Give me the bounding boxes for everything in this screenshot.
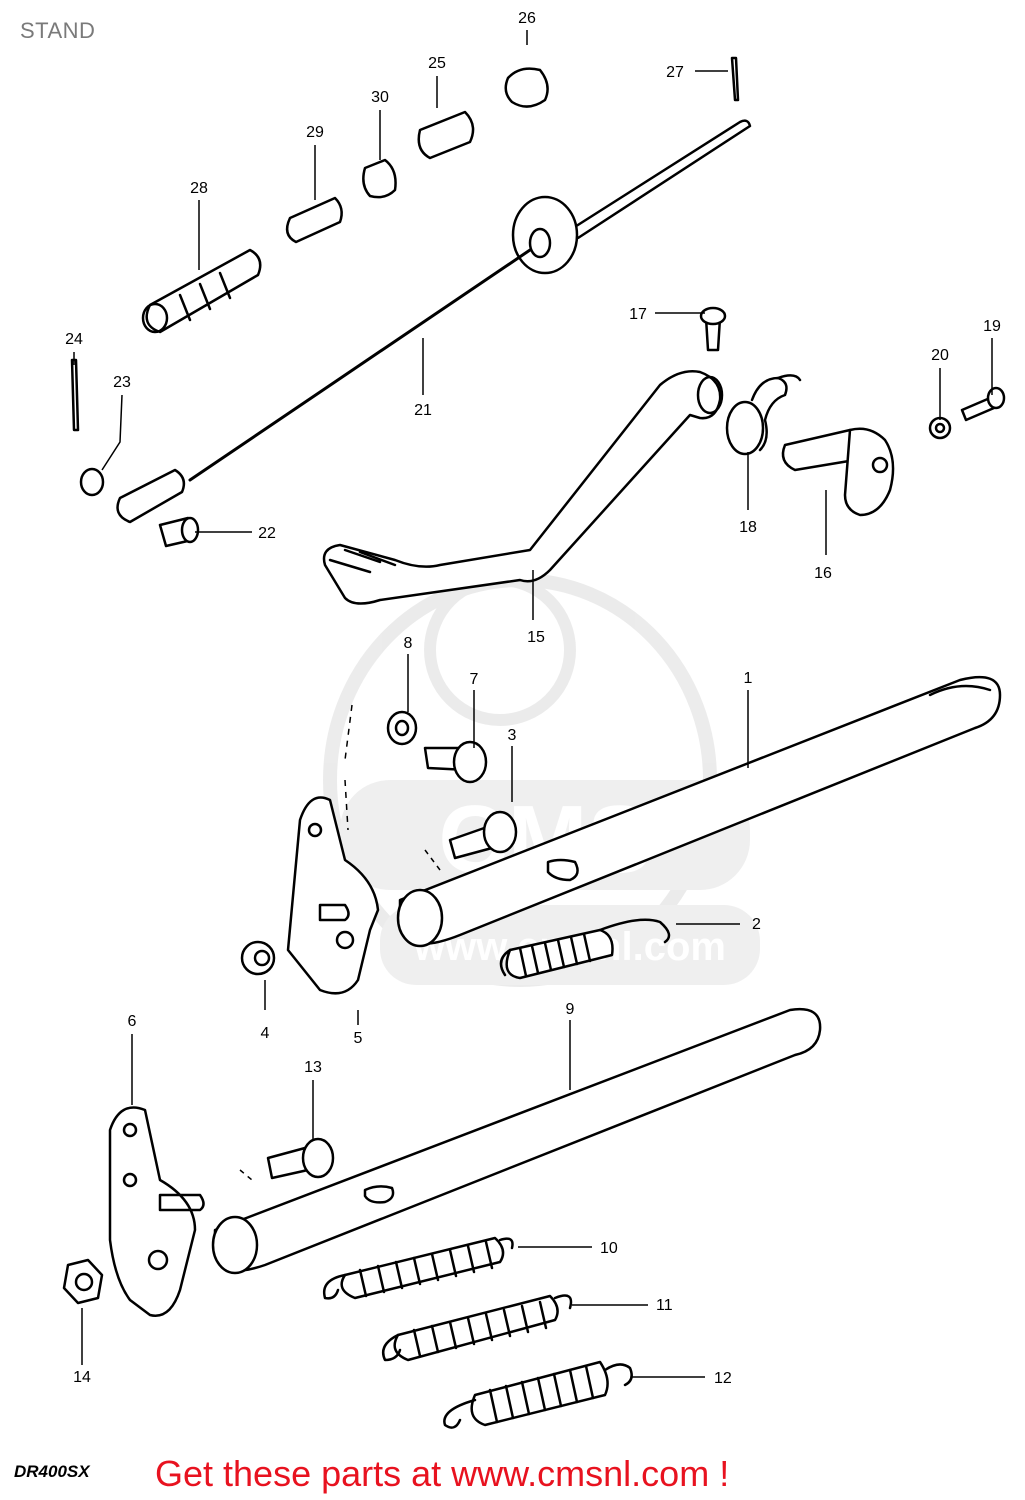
section-title: STAND — [20, 18, 96, 43]
part-18-spring — [725, 374, 802, 456]
part-29-sleeve — [285, 196, 343, 244]
part-25-joint — [417, 110, 475, 160]
label-23: 23 — [113, 374, 131, 391]
label-29: 29 — [306, 124, 324, 141]
part-24-cotter-pin — [70, 358, 80, 432]
part-17-bolt — [699, 306, 727, 352]
label-1: 1 — [744, 670, 753, 687]
label-27: 27 — [666, 64, 684, 81]
leader-lines — [73, 30, 993, 1378]
promo-link[interactable]: Get these parts at www.cmsnl.com ! — [155, 1453, 730, 1494]
part-28-tube — [141, 248, 262, 334]
label-16: 16 — [814, 565, 832, 582]
label-15: 15 — [527, 629, 545, 646]
part-4-nut — [240, 940, 276, 976]
part-labels: 1 2 3 4 5 6 7 8 9 10 11 12 13 14 15 16 1… — [65, 10, 1001, 1387]
part-27-cotter-pin — [730, 56, 740, 102]
part-2-spring — [499, 918, 671, 980]
model-code: DR400SX — [14, 1462, 90, 1481]
label-11: 11 — [656, 1297, 673, 1314]
part-20-nut — [928, 416, 952, 440]
label-5: 5 — [354, 1030, 363, 1047]
part-14-nut — [62, 1258, 104, 1305]
label-19: 19 — [983, 318, 1001, 335]
part-26-nut — [504, 67, 549, 108]
label-7: 7 — [470, 671, 479, 688]
label-30: 30 — [371, 89, 389, 106]
part-3-bolt — [448, 810, 518, 860]
part-15-pedal — [322, 370, 724, 605]
label-25: 25 — [428, 55, 446, 72]
label-2: 2 — [752, 916, 761, 933]
part-1-stand — [396, 675, 1002, 948]
part-21-rod — [116, 119, 752, 524]
label-26: 26 — [518, 10, 536, 27]
part-22-pin — [158, 516, 200, 548]
label-22: 22 — [258, 525, 276, 542]
part-10-spring — [322, 1236, 514, 1300]
part-5-bracket — [286, 796, 380, 995]
part-13-bolt — [266, 1137, 335, 1180]
part-23-washer — [79, 467, 105, 497]
part-19-bolt — [960, 386, 1006, 422]
label-9: 9 — [566, 1001, 575, 1018]
label-13: 13 — [304, 1059, 322, 1076]
part-9-stand — [211, 1007, 822, 1275]
label-17: 17 — [629, 306, 647, 323]
label-18: 18 — [739, 519, 757, 536]
label-10: 10 — [600, 1240, 618, 1257]
part-11-spring — [381, 1294, 573, 1362]
label-21: 21 — [414, 402, 432, 419]
label-24: 24 — [65, 331, 83, 348]
label-28: 28 — [190, 180, 208, 197]
part-12-spring — [443, 1360, 633, 1429]
part-16-shaft — [781, 427, 895, 517]
part-8-washer — [386, 710, 418, 746]
label-14: 14 — [73, 1369, 91, 1386]
label-6: 6 — [128, 1013, 137, 1030]
part-30-nut — [362, 158, 397, 199]
part-7-bolt — [423, 740, 488, 784]
label-4: 4 — [261, 1025, 270, 1042]
label-3: 3 — [508, 727, 517, 744]
label-12: 12 — [714, 1370, 732, 1387]
label-8: 8 — [404, 635, 413, 652]
label-20: 20 — [931, 347, 949, 364]
part-6-bracket — [108, 1106, 205, 1317]
